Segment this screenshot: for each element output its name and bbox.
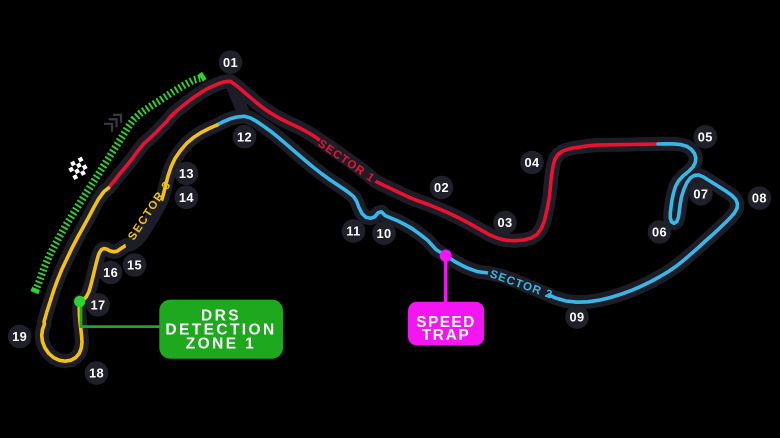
svg-text:02: 02: [434, 180, 449, 195]
svg-text:09: 09: [569, 310, 584, 325]
svg-text:12: 12: [237, 129, 252, 144]
svg-text:TRAP: TRAP: [422, 327, 471, 344]
svg-text:01: 01: [223, 55, 238, 70]
svg-text:18: 18: [89, 366, 104, 381]
svg-text:15: 15: [127, 258, 142, 273]
svg-text:05: 05: [698, 129, 713, 144]
svg-text:DETECTION: DETECTION: [165, 322, 276, 339]
svg-text:19: 19: [12, 329, 27, 344]
svg-text:11: 11: [346, 224, 360, 239]
svg-text:03: 03: [497, 215, 512, 230]
svg-text:08: 08: [752, 191, 767, 206]
svg-text:17: 17: [90, 298, 105, 313]
svg-text:13: 13: [179, 166, 194, 181]
svg-text:DRS: DRS: [201, 308, 241, 325]
svg-text:04: 04: [524, 155, 540, 170]
svg-text:10: 10: [376, 226, 391, 241]
svg-text:06: 06: [652, 225, 667, 240]
svg-text:SPEED: SPEED: [416, 314, 476, 331]
svg-text:ZONE 1: ZONE 1: [186, 336, 256, 353]
svg-text:07: 07: [693, 186, 708, 201]
svg-text:16: 16: [103, 265, 118, 280]
svg-text:14: 14: [179, 190, 195, 205]
